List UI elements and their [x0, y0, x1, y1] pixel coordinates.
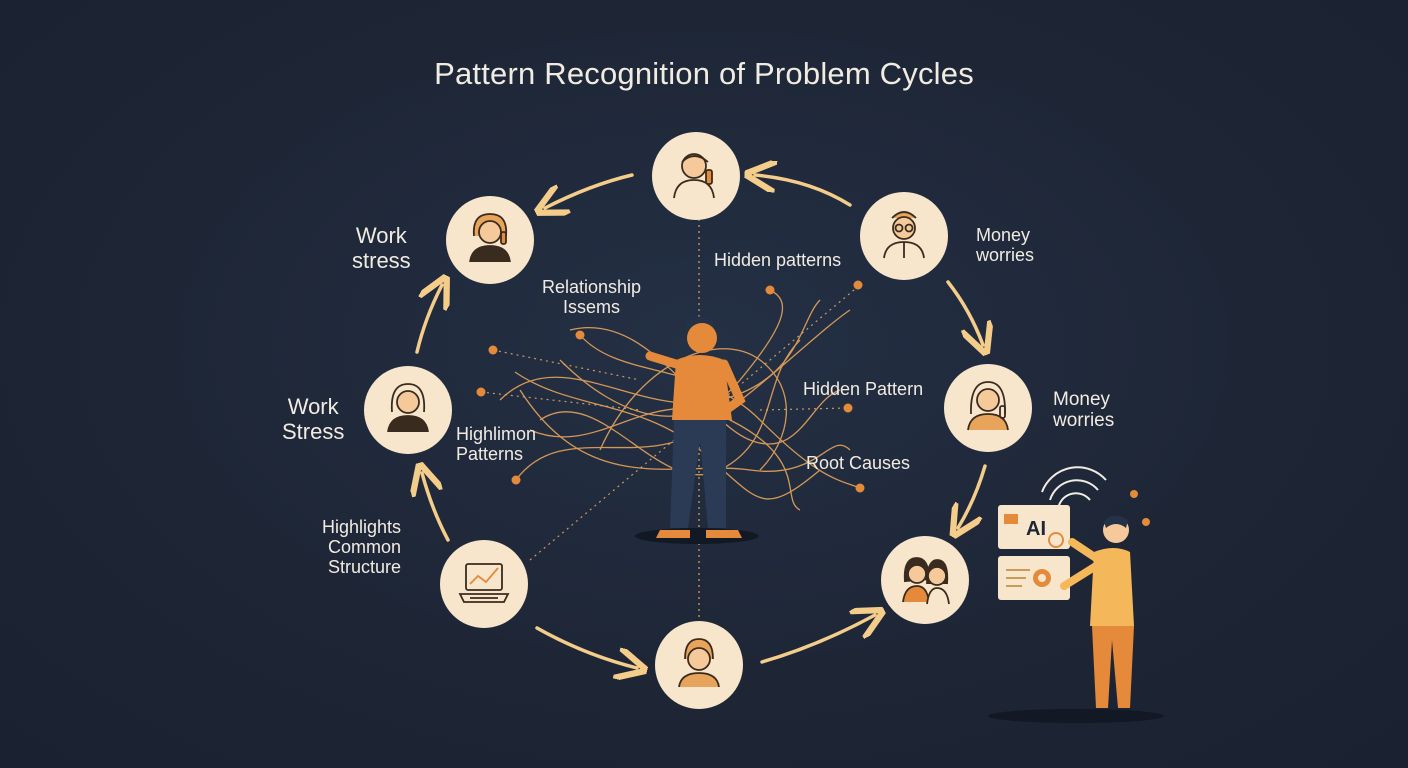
dotted-connector-left [492, 349, 641, 381]
cycle-arrows [417, 175, 985, 668]
label-root-causes: Root Causes [806, 453, 911, 473]
label-hidden-patterns: Hidden patterns [714, 250, 842, 270]
tangled-pattern-lines [499, 289, 861, 511]
arrow-bottom-left [535, 626, 637, 668]
woman-phone-icon [469, 213, 511, 263]
chart-laptop-icon [458, 563, 510, 603]
node-bottom-right [881, 536, 969, 624]
node-bottom [655, 621, 743, 709]
woman-smile-icon [967, 381, 1009, 431]
arrow-left-upper [415, 285, 442, 354]
ai-assistant-figure [988, 466, 1164, 723]
arrow-right-upper [946, 280, 983, 345]
arrow-top-right [755, 175, 852, 207]
two-women-icon [902, 557, 950, 605]
man-glasses-icon [883, 211, 925, 259]
dotted-connector-right [759, 407, 849, 411]
node-top-right [860, 192, 948, 280]
central-person-figure [635, 316, 759, 544]
label-hidden-pattern: Hidden Pattern [803, 379, 924, 399]
arrow-right-lower [958, 464, 987, 528]
diagram-title: Pattern Recognition of Problem Cycles [434, 56, 974, 91]
person-phone-icon [673, 153, 715, 199]
arrow-left-lower [422, 473, 450, 542]
woman-thinking-icon [387, 383, 429, 433]
arrow-bottom-right [760, 615, 875, 664]
ai-badge-label: AI [1026, 518, 1046, 540]
child-face-icon [678, 638, 720, 688]
dotted-connector-left-2 [480, 391, 641, 411]
arrow-top-left [545, 173, 634, 208]
signal-waves-icon [1041, 466, 1107, 511]
node-top-left [446, 196, 534, 284]
connector-dots [476, 280, 865, 493]
node-mid-right [944, 364, 1032, 452]
node-top [652, 132, 740, 220]
node-mid-left [364, 366, 452, 454]
node-bottom-left [440, 540, 528, 628]
